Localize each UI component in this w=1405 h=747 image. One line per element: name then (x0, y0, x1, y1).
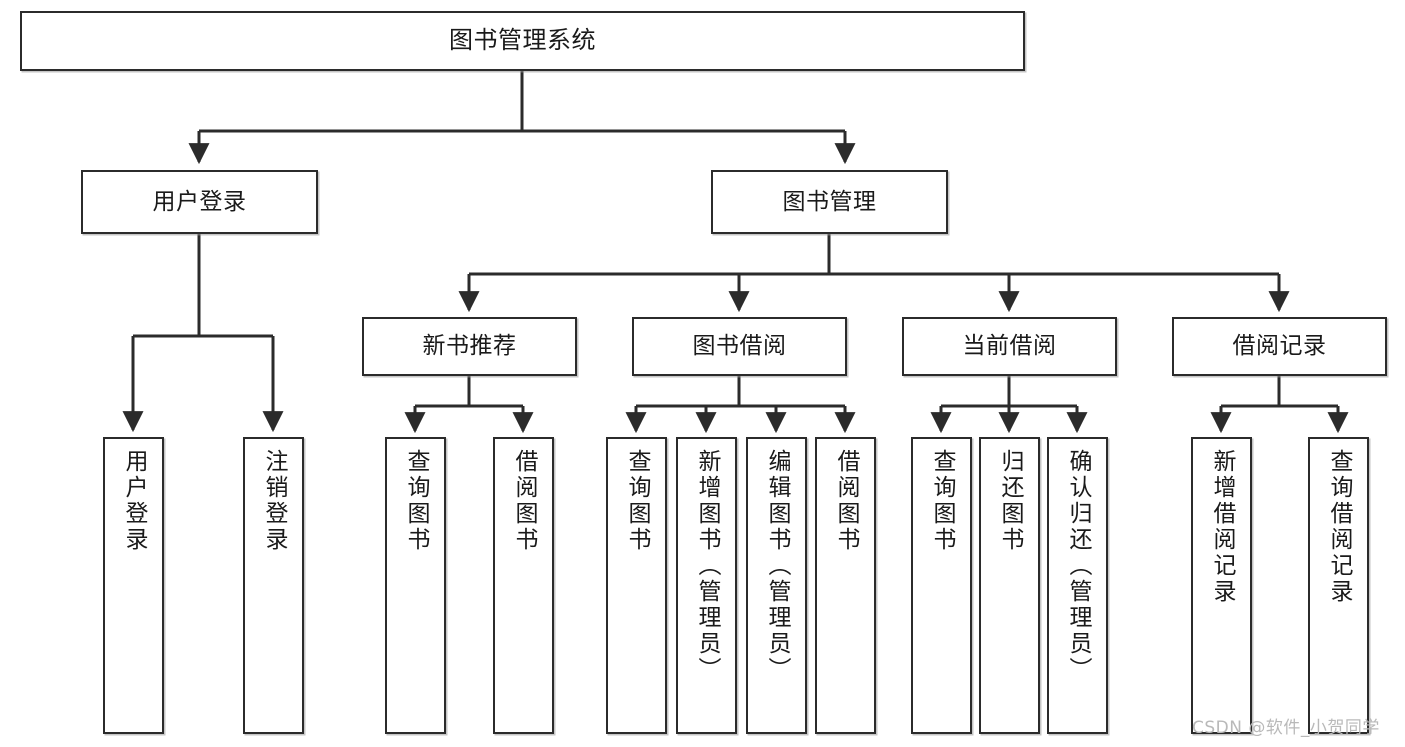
node-label: 编辑图书（管理员） (764, 449, 790, 683)
node-label: 图书管理系统 (449, 26, 596, 55)
node-label: 查询图书 (624, 449, 650, 553)
leaf-return-book[interactable]: 归还图书 (979, 437, 1040, 734)
node-label: 用户登录 (121, 449, 147, 553)
node-label: 当前借阅 (962, 333, 1057, 360)
node-label: 查询借阅记录 (1326, 449, 1352, 605)
leaf-query-borrow-record[interactable]: 查询借阅记录 (1308, 437, 1369, 734)
leaf-add-borrow-record[interactable]: 新增借阅记录 (1191, 437, 1252, 734)
csdn-watermark: CSDN @软件_小贺同学 (1192, 718, 1380, 738)
leaf-borrow-book-recommend[interactable]: 借阅图书 (493, 437, 554, 734)
leaf-user-logout[interactable]: 注销登录 (243, 437, 304, 734)
node-label: 用户登录 (152, 188, 247, 215)
leaf-borrow-book[interactable]: 借阅图书 (815, 437, 876, 734)
node-borrow-record[interactable]: 借阅记录 (1172, 317, 1387, 376)
leaf-query-book-borrow[interactable]: 查询图书 (606, 437, 667, 734)
node-label: 借阅图书 (833, 449, 859, 553)
node-label: 图书借阅 (692, 333, 787, 360)
node-label: 借阅记录 (1232, 333, 1327, 360)
node-label: 新增借阅记录 (1209, 449, 1235, 605)
node-label: 查询图书 (403, 449, 429, 553)
node-new-book-recommend[interactable]: 新书推荐 (362, 317, 577, 376)
node-book-manage[interactable]: 图书管理 (711, 170, 948, 234)
leaf-query-book-current[interactable]: 查询图书 (911, 437, 972, 734)
node-label: 新增图书（管理员） (694, 449, 720, 683)
node-root-system[interactable]: 图书管理系统 (20, 11, 1025, 71)
leaf-query-book-recommend[interactable]: 查询图书 (385, 437, 446, 734)
leaf-confirm-return-admin[interactable]: 确认归还（管理员） (1047, 437, 1108, 734)
node-label: 查询图书 (929, 449, 955, 553)
leaf-add-book-admin[interactable]: 新增图书（管理员） (676, 437, 737, 734)
node-label: 归还图书 (997, 449, 1023, 553)
node-label: 确认归还（管理员） (1065, 449, 1091, 683)
node-label: 注销登录 (261, 449, 287, 553)
node-book-borrow[interactable]: 图书借阅 (632, 317, 847, 376)
node-user-login[interactable]: 用户登录 (81, 170, 318, 234)
leaf-edit-book-admin[interactable]: 编辑图书（管理员） (746, 437, 807, 734)
node-label: 借阅图书 (511, 449, 537, 553)
node-label: 新书推荐 (422, 333, 517, 360)
node-current-borrow[interactable]: 当前借阅 (902, 317, 1117, 376)
leaf-user-login[interactable]: 用户登录 (103, 437, 164, 734)
node-label: 图书管理 (782, 188, 877, 215)
